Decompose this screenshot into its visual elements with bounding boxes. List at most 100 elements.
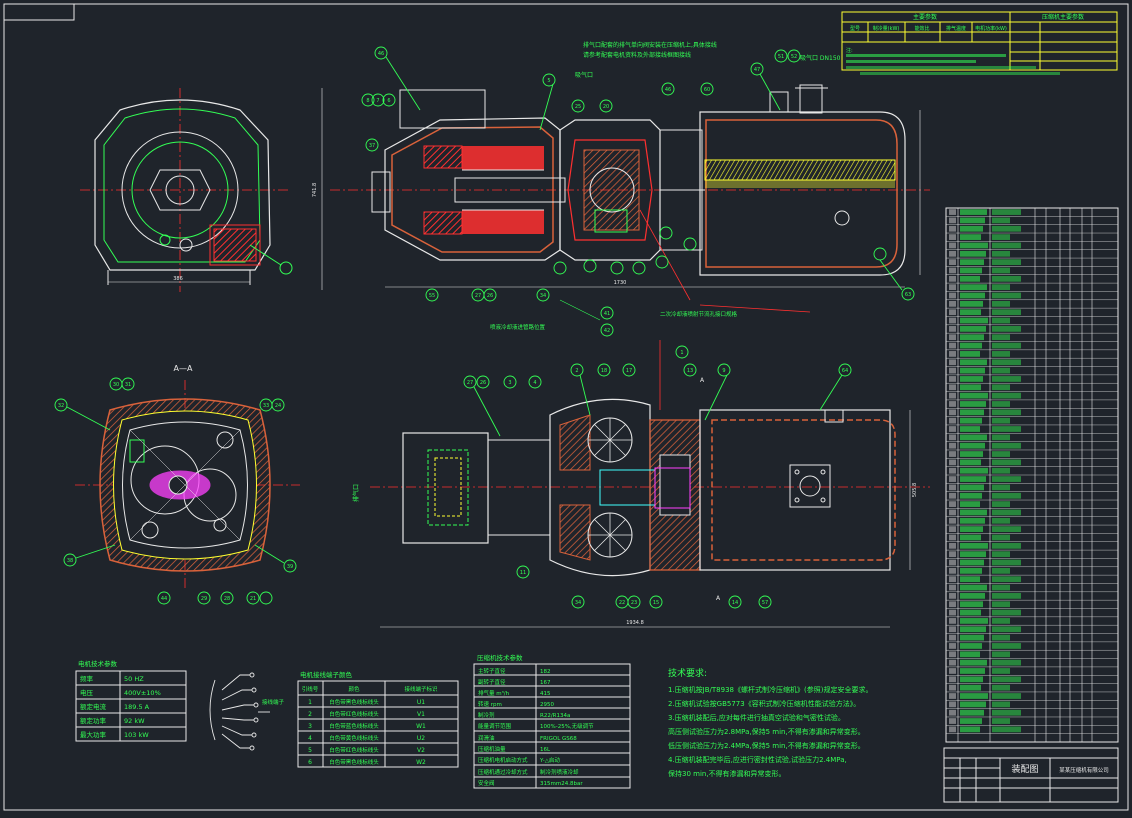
svg-text:排气温度: 排气温度 [946,25,966,32]
svg-text:压缩机油量: 压缩机油量 [478,745,506,753]
svg-text:Y-△启动: Y-△启动 [539,756,560,764]
svg-text:型号: 型号 [850,25,860,32]
drawing-name: 装配图 [1011,763,1038,775]
company-name: 某某压缩机有限公司 [1059,766,1109,774]
svg-text:400V±10%: 400V±10% [124,689,161,697]
svg-text:压缩机通过冷却方式: 压缩机通过冷却方式 [478,768,528,776]
svg-text:保持30 min,不得有渗漏和异常变形。: 保持30 min,不得有渗漏和异常变形。 [668,769,786,778]
svg-text:33: 33 [263,403,269,409]
svg-text:44: 44 [161,596,167,602]
svg-text:接线端子标识: 接线端子标识 [404,685,438,693]
svg-text:1730: 1730 [614,280,627,286]
svg-text:20: 20 [603,104,609,110]
section-mark-a-bottom: A [716,595,721,602]
svg-text:38: 38 [67,558,73,564]
svg-text:34: 34 [575,600,581,606]
svg-text:57: 57 [762,600,768,606]
svg-text:6: 6 [308,759,312,766]
svg-text:制冷量(kW): 制冷量(kW) [873,25,900,32]
svg-text:4.压缩机装配完毕后,应进行密封性试验,试验压力2.4MPa: 4.压缩机装配完毕后,应进行密封性试验,试验压力2.4MPa, [668,755,847,764]
svg-text:1: 1 [308,699,312,706]
title-block: 装配图 某某压缩机有限公司 [943,747,1119,803]
svg-text:47: 47 [754,67,760,73]
svg-text:28: 28 [224,596,230,602]
svg-text:5: 5 [308,747,312,754]
svg-text:26: 26 [480,380,486,386]
balloon-callouts-plan [463,345,852,609]
svg-text:压缩机主要参数: 压缩机主要参数 [1042,13,1084,21]
top-table-title: 主要参数 [913,13,937,21]
annotation-exhaust-valve: 排气口配套的排气单向阀安装在压缩机上,具体接线 [583,41,717,49]
svg-text:92 kW: 92 kW [124,717,145,725]
svg-text:白色带红色线标线头: 白色带红色线标线头 [329,710,379,718]
balloon-numbers-plan: 27 26 3 4 2 18 17 1 13 9 64 11 34 22 23 … [467,350,848,606]
svg-text:4: 4 [308,735,312,742]
plan-view: 1934.8 505.8 [370,340,930,628]
section-mark-a-top: A [700,377,705,384]
svg-text:415: 415 [540,691,551,697]
svg-text:白色带黑色线标线头: 白色带黑色线标线头 [329,758,379,766]
svg-text:3: 3 [508,380,511,386]
svg-text:189.5 A: 189.5 A [124,703,150,711]
svg-text:能量调节范围: 能量调节范围 [478,722,512,730]
svg-text:22: 22 [619,600,625,606]
svg-text:转速 rpm: 转速 rpm [478,700,502,708]
svg-text:182: 182 [540,669,551,675]
svg-text:18: 18 [601,368,607,374]
balloon-callouts-aa [54,377,297,605]
svg-text:高压侧试验压力为2.8MPa,保持5 min,不得有渗漏和异: 高压侧试验压力为2.8MPa,保持5 min,不得有渗漏和异常变形。 [668,727,865,736]
parts-list [945,207,1119,743]
svg-text:52: 52 [791,54,797,60]
svg-text:29: 29 [201,596,207,602]
svg-text:21: 21 [250,596,256,602]
annotation-injection-position: 喷液冷却液进管路位置 [490,323,546,331]
terminal-connector-sketch [209,672,270,751]
svg-text:FRIGOL GS68: FRIGOL GS68 [540,736,577,742]
svg-text:W1: W1 [416,723,426,730]
svg-text:17: 17 [626,368,632,374]
svg-text:安全阀: 安全阀 [478,779,495,787]
svg-text:额定功率: 额定功率 [80,716,107,725]
annotation-wiring-ref: 请参考配套电机资料及外部接线框图接线 [583,51,691,59]
svg-text:润滑油: 润滑油 [478,734,495,742]
svg-text:R22/R134a: R22/R134a [540,713,570,719]
svg-text:排气量 m³/h: 排气量 m³/h [478,689,510,697]
compressor-params-table: 压缩机技术参数 主转子直径 182 副转子直径 167 排气量 m³/h 415… [473,653,631,789]
svg-text:7: 7 [376,98,379,104]
svg-text:白色带黄色线标线头: 白色带黄色线标线头 [329,734,379,742]
svg-text:1934.8: 1934.8 [626,620,644,626]
svg-text:15: 15 [653,600,659,606]
svg-text:51: 51 [778,54,784,60]
svg-text:31: 31 [125,382,131,388]
svg-text:315mm24.8bar: 315mm24.8bar [540,781,583,787]
svg-text:16L: 16L [540,747,551,753]
svg-text:64: 64 [842,368,848,374]
svg-text:2950: 2950 [540,702,554,708]
svg-text:25: 25 [575,104,581,110]
svg-text:50 HZ: 50 HZ [124,675,144,683]
svg-text:能效比: 能效比 [914,25,929,32]
svg-text:167: 167 [540,680,551,686]
svg-text:103 kW: 103 kW [124,731,149,739]
tech-req-title: 技术要求: [668,667,707,679]
svg-text:额定电流: 额定电流 [80,702,107,711]
svg-text:11: 11 [520,570,526,576]
svg-text:42: 42 [604,328,610,334]
svg-text:2.压缩机试验按GB5773《容积式制冷压缩机性能试验方法》: 2.压缩机试验按GB5773《容积式制冷压缩机性能试验方法》。 [668,699,860,708]
annotation-suction-port: 吸气口 [575,71,593,79]
svg-text:白色带蓝色线标线头: 白色带蓝色线标线头 [329,722,379,730]
svg-text:34: 34 [540,293,546,299]
annotation-discharge-port: 排气口 [352,484,360,502]
svg-text:41: 41 [604,311,610,317]
svg-text:副转子直径: 副转子直径 [478,678,506,686]
svg-text:13: 13 [687,368,693,374]
svg-text:8: 8 [366,98,369,104]
top-parameter-table: 主要参数 压缩机主要参数 型号 制冷量(kW) 能效比 排气温度 电机功率(kW… [841,11,1118,75]
motor-params-table: 电机技术参数 频率 50 HZ 电压 400V±10% 额定电流 189.5 A… [75,659,187,742]
svg-text:386: 386 [173,276,183,282]
svg-text:24: 24 [275,403,281,409]
svg-text:U1: U1 [417,699,425,706]
svg-text:4: 4 [533,380,536,386]
svg-text:23: 23 [631,600,637,606]
compressor-params-title: 压缩机技术参数 [477,653,523,662]
